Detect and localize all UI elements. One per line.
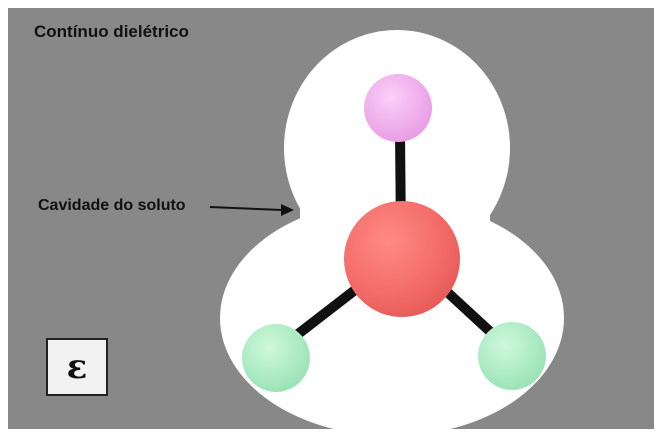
cavity-label: Cavidade do soluto <box>38 197 186 214</box>
atom-central <box>344 201 460 317</box>
atom-right <box>478 322 546 390</box>
atom-left <box>242 324 310 392</box>
epsilon-symbol: ε <box>66 347 88 387</box>
cavity-arrow <box>209 204 294 216</box>
epsilon-box: ε <box>46 338 108 396</box>
continuum-title: Contínuo dielétrico <box>34 22 189 41</box>
atom-top <box>364 74 432 142</box>
